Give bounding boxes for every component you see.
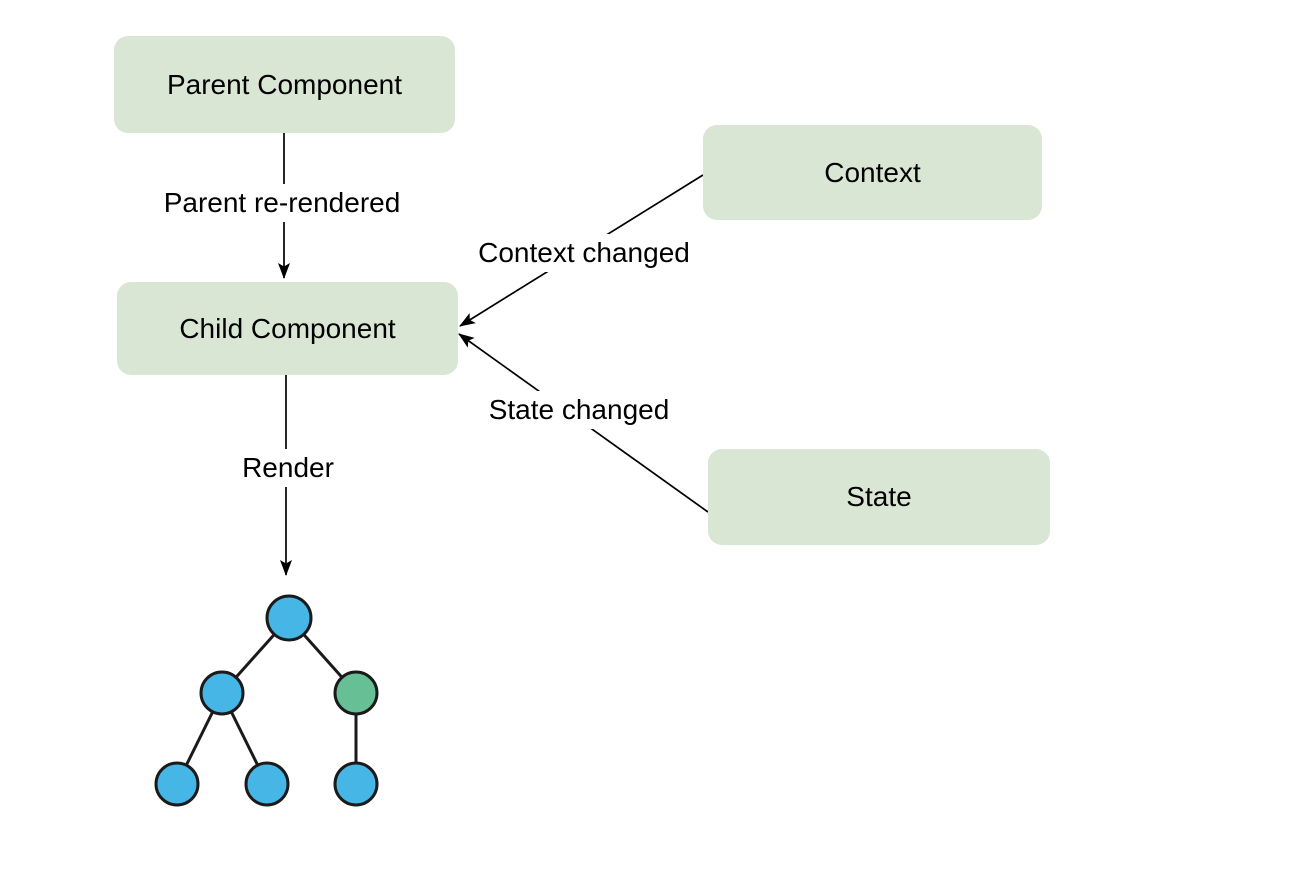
parent-component-label: Parent Component bbox=[166, 68, 403, 100]
tree-node-leaf-1 bbox=[154, 761, 200, 807]
context-box: Context bbox=[703, 125, 1042, 220]
edge-label-state-changed: State changed bbox=[482, 391, 676, 429]
state-box: State bbox=[708, 449, 1050, 545]
tree-node-leaf-3 bbox=[333, 761, 379, 807]
child-component-label: Child Component bbox=[179, 312, 396, 344]
child-component-box: Child Component bbox=[117, 282, 458, 375]
context-label: Context bbox=[824, 156, 921, 188]
parent-component-box: Parent Component bbox=[114, 36, 455, 133]
tree-node-leaf-2 bbox=[244, 761, 290, 807]
tree-node-left-child bbox=[199, 670, 245, 716]
tree-node-root bbox=[265, 594, 313, 642]
edge-label-render: Render bbox=[236, 449, 340, 487]
edge-label-context-changed: Context changed bbox=[472, 234, 696, 272]
edge-label-parent-rerendered: Parent re-rendered bbox=[157, 184, 407, 222]
state-label: State bbox=[846, 481, 912, 512]
tree-node-right-child bbox=[333, 670, 379, 716]
component-tree bbox=[154, 594, 379, 807]
